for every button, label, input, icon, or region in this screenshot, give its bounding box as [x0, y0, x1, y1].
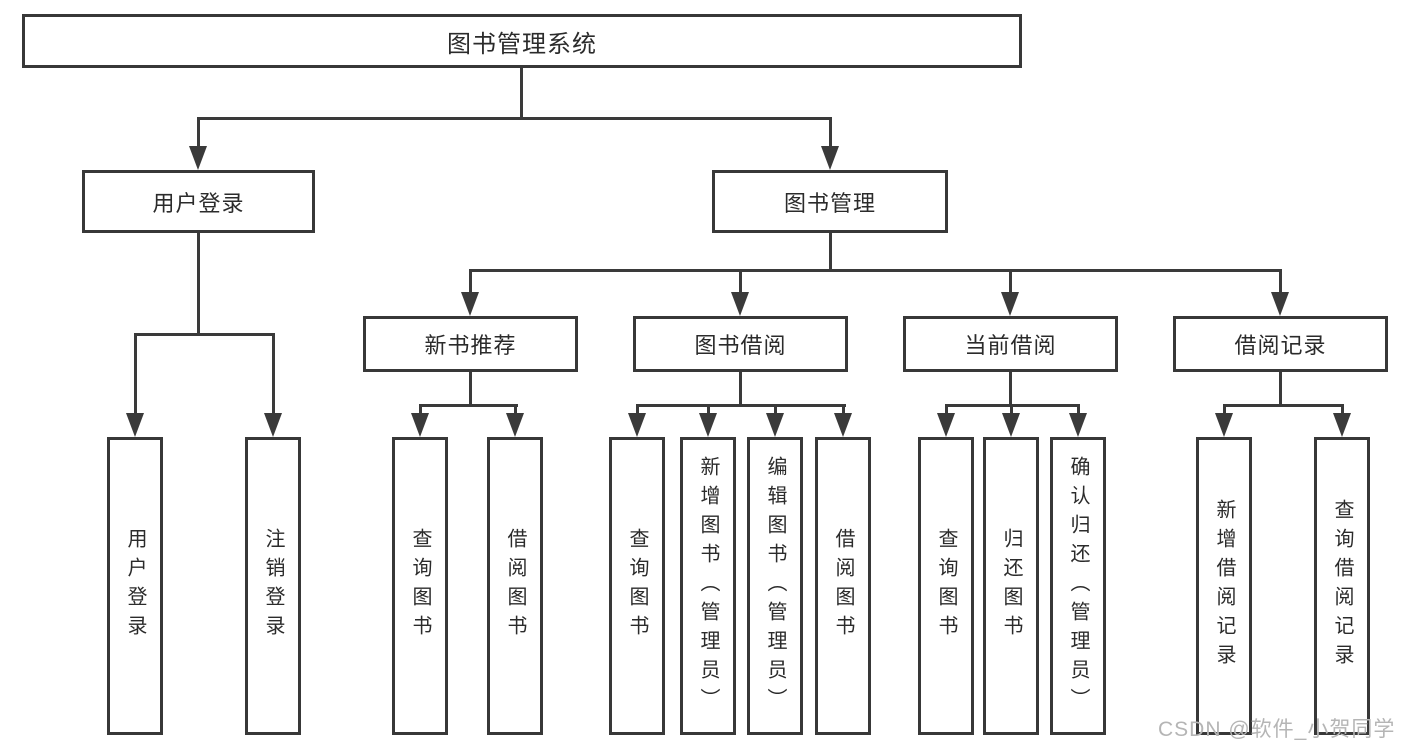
- connector-line: [1010, 404, 1013, 418]
- connector-line: [829, 233, 832, 272]
- leaf-label: 查询图书: [409, 528, 431, 644]
- connector-line: [272, 333, 275, 417]
- connector-line: [1223, 404, 1226, 418]
- leaf-edit-books-admin: 编辑图书（管理员）: [747, 437, 803, 735]
- leaf-label: 查询图书: [626, 528, 648, 644]
- node-new-book-recommendation: 新书推荐: [363, 316, 578, 372]
- connector-line: [1009, 372, 1012, 407]
- arrow-down-icon: [126, 413, 144, 437]
- leaf-add-borrow-record: 新增借阅记录: [1196, 437, 1252, 735]
- connector-line: [197, 117, 200, 150]
- arrow-down-icon: [628, 413, 646, 437]
- leaf-label: 编辑图书（管理员）: [764, 455, 786, 717]
- node-label: 图书管理: [783, 190, 876, 216]
- connector-line: [1279, 269, 1282, 295]
- leaf-query-books-current: 查询图书: [918, 437, 974, 735]
- arrow-down-icon: [834, 413, 852, 437]
- arrow-down-icon: [1333, 413, 1351, 437]
- leaf-label: 借阅图书: [832, 528, 854, 644]
- leaf-label: 新增图书（管理员）: [697, 455, 719, 717]
- connector-line: [197, 117, 832, 120]
- leaf-label: 用户登录: [124, 528, 146, 644]
- connector-line: [1341, 404, 1344, 418]
- connector-line: [636, 404, 639, 418]
- connector-line: [1223, 404, 1344, 407]
- connector-line: [842, 404, 845, 418]
- arrow-down-icon: [1002, 413, 1020, 437]
- connector-line: [469, 372, 472, 407]
- leaf-label: 查询图书: [935, 528, 957, 644]
- node-label: 图书管理系统: [447, 30, 597, 58]
- leaf-confirm-return-admin: 确认归还（管理员）: [1050, 437, 1106, 735]
- arrow-down-icon: [821, 146, 839, 170]
- connector-line: [134, 333, 275, 336]
- leaf-label: 确认归还（管理员）: [1067, 455, 1089, 717]
- node-label: 当前借阅: [964, 333, 1057, 358]
- leaf-add-books-admin: 新增图书（管理员）: [680, 437, 736, 735]
- arrow-down-icon: [506, 413, 524, 437]
- leaf-label: 新增借阅记录: [1213, 499, 1235, 673]
- connector-line: [469, 269, 1282, 272]
- node-book-management: 图书管理: [712, 170, 948, 233]
- connector-line: [419, 404, 518, 407]
- arrow-down-icon: [1215, 413, 1233, 437]
- leaf-query-borrow-record: 查询借阅记录: [1314, 437, 1370, 735]
- arrow-down-icon: [1001, 292, 1019, 316]
- node-label: 用户登录: [152, 190, 245, 216]
- arrow-down-icon: [731, 292, 749, 316]
- connector-line: [707, 404, 710, 418]
- arrow-down-icon: [461, 292, 479, 316]
- leaf-borrow-books-borrowing: 借阅图书: [815, 437, 871, 735]
- arrow-down-icon: [1069, 413, 1087, 437]
- connector-line: [514, 404, 517, 418]
- leaf-borrow-books-newbook: 借阅图书: [487, 437, 543, 735]
- connector-line: [945, 404, 948, 418]
- leaf-label: 注销登录: [262, 528, 284, 644]
- connector-line: [1009, 269, 1012, 295]
- connector-line: [197, 233, 200, 333]
- arrow-down-icon: [1271, 292, 1289, 316]
- csdn-watermark: CSDN @软件_小贺同学: [1158, 718, 1396, 741]
- connector-line: [774, 404, 777, 418]
- connector-line: [134, 333, 137, 417]
- node-current-borrowing: 当前借阅: [903, 316, 1118, 372]
- connector-line: [419, 404, 422, 418]
- node-user-login: 用户登录: [82, 170, 315, 233]
- node-label: 借阅记录: [1234, 333, 1327, 358]
- leaf-label: 借阅图书: [504, 528, 526, 644]
- connector-line: [469, 269, 472, 295]
- leaf-label: 查询借阅记录: [1331, 499, 1353, 673]
- leaf-user-login: 用户登录: [107, 437, 163, 735]
- arrow-down-icon: [189, 146, 207, 170]
- node-library-management-system: 图书管理系统: [22, 14, 1022, 68]
- arrow-down-icon: [699, 413, 717, 437]
- node-borrowing-records: 借阅记录: [1173, 316, 1388, 372]
- arrow-down-icon: [411, 413, 429, 437]
- leaf-query-books-newbook: 查询图书: [392, 437, 448, 735]
- leaf-label: 归还图书: [1000, 528, 1022, 644]
- connector-line: [1077, 404, 1080, 418]
- arrow-down-icon: [937, 413, 955, 437]
- connector-line: [520, 68, 523, 120]
- leaf-query-books-borrowing: 查询图书: [609, 437, 665, 735]
- connector-line: [739, 372, 742, 407]
- leaf-logout: 注销登录: [245, 437, 301, 735]
- connector-line: [829, 117, 832, 150]
- leaf-return-books: 归还图书: [983, 437, 1039, 735]
- arrow-down-icon: [766, 413, 784, 437]
- node-label: 新书推荐: [424, 333, 517, 358]
- connector-line: [1279, 372, 1282, 407]
- arrow-down-icon: [264, 413, 282, 437]
- connector-line: [739, 269, 742, 295]
- connector-line: [636, 404, 846, 407]
- node-book-borrowing: 图书借阅: [633, 316, 848, 372]
- node-label: 图书借阅: [694, 333, 787, 358]
